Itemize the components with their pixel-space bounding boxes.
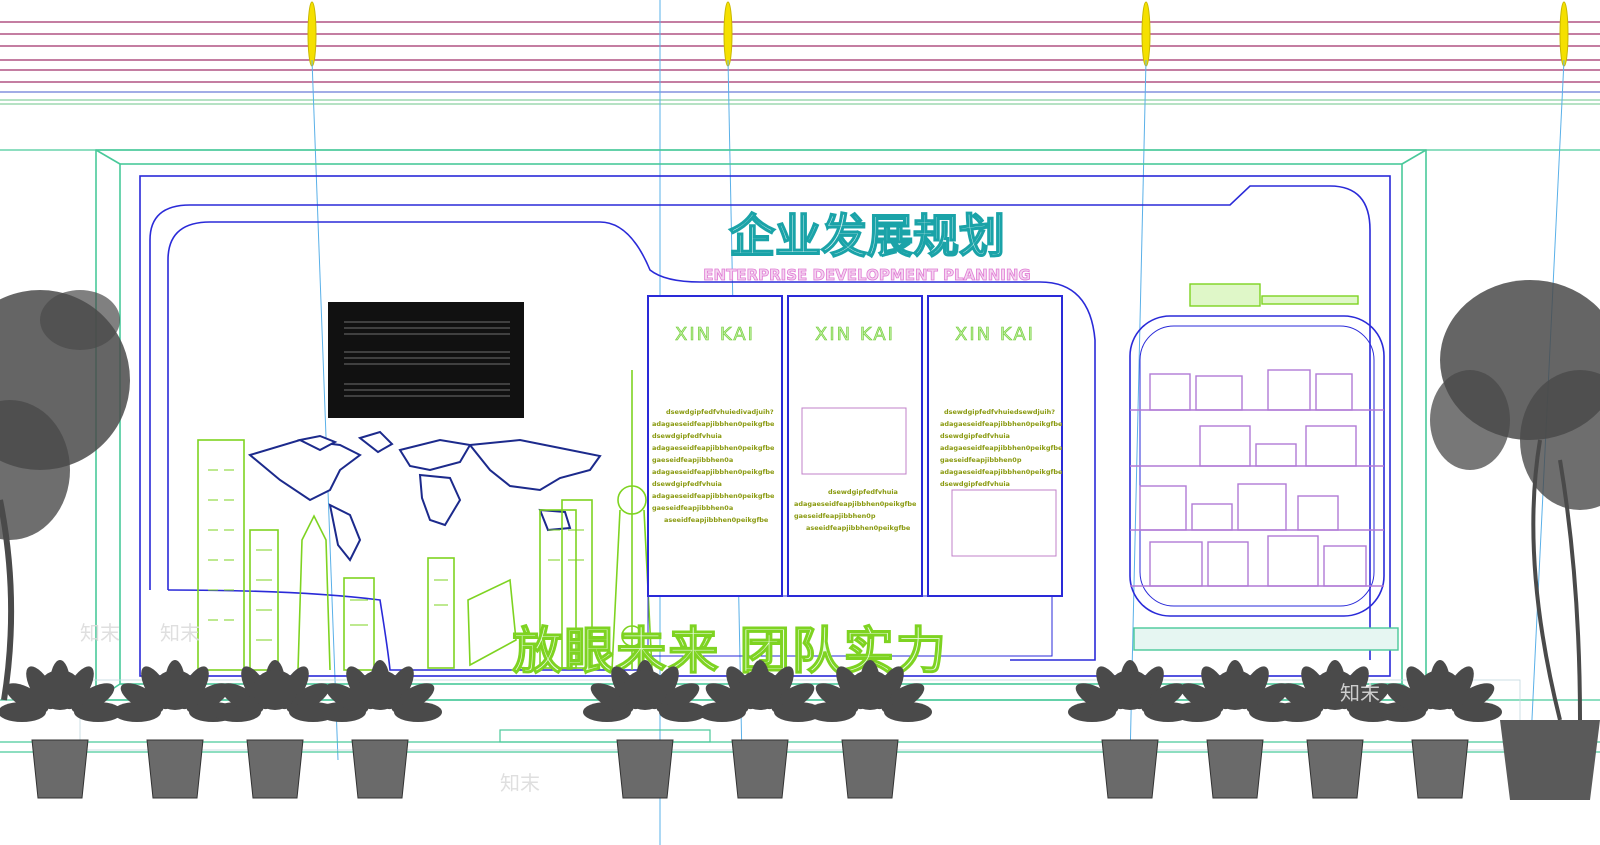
panel-group <box>647 295 1063 657</box>
panel-1-heading: XIN KAI <box>675 324 755 345</box>
svg-text:adagaeseidfeapjibbhen0peikgfbe: adagaeseidfeapjibbhen0peikgfbe <box>652 468 775 476</box>
wall-curve <box>149 185 1371 671</box>
svg-text:dsewdgipfedfvhuiedsewdjuih?: dsewdgipfedfvhuiedsewdjuih? <box>944 408 1055 416</box>
panel-2-heading: XIN KAI <box>815 324 895 345</box>
svg-text:dsewdgipfedfvhuia: dsewdgipfedfvhuia <box>652 432 722 440</box>
watermarks: 知末 知末 知末 知末 <box>80 621 1380 795</box>
world-map <box>247 430 602 562</box>
svg-text:aseeidfeapjibbhen0peikgfbe: aseeidfeapjibbhen0peikgfbe <box>664 516 769 524</box>
potted-plant-icon <box>213 660 337 799</box>
potted-plant-icon <box>1273 660 1397 799</box>
potted-plant-icon <box>1173 660 1297 799</box>
svg-text:知末: 知末 <box>160 621 200 645</box>
svg-text:gaeseidfeapjibbhen0p: gaeseidfeapjibbhen0p <box>794 512 876 520</box>
panel-blank-boxes <box>801 407 1057 557</box>
svg-text:adagaeseidfeapjibbhen0peikgfbe: adagaeseidfeapjibbhen0peikgfbe <box>794 500 917 508</box>
tree-right <box>1430 280 1600 800</box>
svg-text:adagaeseidfeapjibbhen0peikgfbe: adagaeseidfeapjibbhen0peikgfbe <box>940 468 1063 476</box>
potted-plant-icon <box>1068 660 1192 799</box>
svg-text:知末: 知末 <box>80 621 120 645</box>
skyline-windows <box>208 469 584 641</box>
title-cn: 企业发展规划 <box>729 209 1005 263</box>
svg-text:dsewdgipfedfvhuiedivadjuih?: dsewdgipfedfvhuiedivadjuih? <box>666 408 774 416</box>
svg-text:gaeseidfeapjibbhen0p: gaeseidfeapjibbhen0p <box>940 456 1022 464</box>
svg-text:adagaeseidfeapjibbhen0peikgfbe: adagaeseidfeapjibbhen0peikgfbe <box>940 444 1063 452</box>
panel-1-text: dsewdgipfedfvhuiedivadjuih? adagaeseidfe… <box>652 408 775 524</box>
svg-text:gaeseidfeapjibbhen0a: gaeseidfeapjibbhen0a <box>652 456 733 464</box>
panel-3-heading: XIN KAI <box>955 324 1035 345</box>
svg-text:gaeseidfeapjibbhen0a: gaeseidfeapjibbhen0a <box>652 504 733 512</box>
ceiling-lines <box>0 21 1600 151</box>
potted-plant-icon <box>318 660 442 799</box>
title-en: ENTERPRISE DEVELOPMENT PLANNING <box>703 266 1030 284</box>
tree-left <box>0 290 130 701</box>
panel-3-text: dsewdgipfedfvhuiedsewdjuih? adagaeseidfe… <box>940 408 1063 488</box>
potted-plant-icon <box>808 660 932 799</box>
svg-text:adagaeseidfeapjibbhen0peikgfbe: adagaeseidfeapjibbhen0peikgfbe <box>652 444 775 452</box>
svg-text:dsewdgipfedfvhuia: dsewdgipfedfvhuia <box>652 480 722 488</box>
lamp-icon <box>307 1 317 67</box>
lamp-icon <box>723 1 733 67</box>
potted-plants <box>0 660 1502 799</box>
panel-2-text: dsewdgipfedfvhuia adagaeseidfeapjibbhen0… <box>794 488 917 532</box>
potted-plant-icon <box>113 660 237 799</box>
svg-text:dsewdgipfedfvhuia: dsewdgipfedfvhuia <box>940 480 1010 488</box>
lamp-icon <box>1559 1 1569 67</box>
svg-text:dsewdgipfedfvhuia: dsewdgipfedfvhuia <box>828 488 898 496</box>
svg-text:dsewdgipfedfvhuia: dsewdgipfedfvhuia <box>940 432 1010 440</box>
svg-text:adagaeseidfeapjibbhen0peikgfbe: adagaeseidfeapjibbhen0peikgfbe <box>652 420 775 428</box>
svg-text:知末: 知末 <box>1340 681 1380 705</box>
svg-text:adagaeseidfeapjibbhen0peikgfbe: adagaeseidfeapjibbhen0peikgfbe <box>652 492 775 500</box>
potted-plant-icon <box>0 660 122 799</box>
shelf-title-block <box>1189 283 1359 307</box>
ceiling-lamps <box>307 1 1569 67</box>
shelf-boards <box>1130 369 1384 587</box>
potted-plant-icon <box>1378 660 1502 799</box>
svg-text:aseeidfeapjibbhen0peikgfbe: aseeidfeapjibbhen0peikgfbe <box>806 524 911 532</box>
svg-text:adagaeseidfeapjibbhen0peikgfbe: adagaeseidfeapjibbhen0peikgfbe <box>940 420 1063 428</box>
potted-plant-icon <box>698 660 822 799</box>
shelf-caption-bar <box>1133 627 1399 651</box>
display-screen <box>328 302 524 418</box>
lamp-icon <box>1141 1 1151 67</box>
svg-text:知末: 知末 <box>500 771 540 795</box>
potted-plant-icon <box>583 660 707 799</box>
